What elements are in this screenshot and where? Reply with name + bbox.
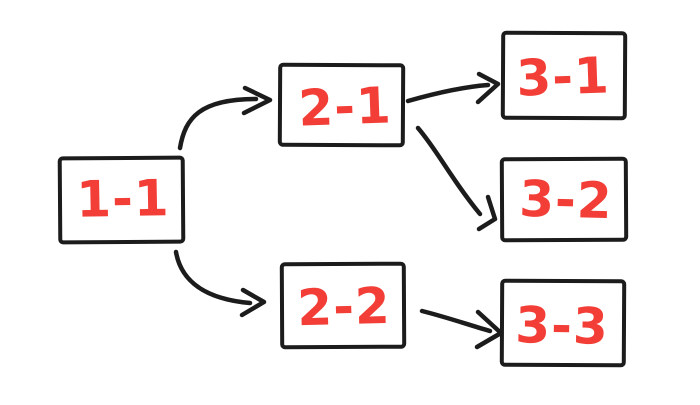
node-box-3-2 [499,156,629,243]
node-box-3-1 [500,30,628,121]
node-label-3-1: 3-1 [515,46,610,107]
node-label-2-2: 2-2 [297,277,392,337]
edge-arrow-2-1-to-3-1 [405,71,501,105]
arrowhead-icon [475,71,501,105]
arrowhead-icon [474,309,504,350]
node-label-1-1: 1-1 [76,169,170,229]
edge-line-2-1-to-3-2 [415,125,483,217]
edge-line-1-1-to-2-2 [173,249,253,306]
node-box-3-3 [499,278,627,368]
edge-arrow-2-2-to-3-3 [419,308,504,350]
edge-line-1-1-to-2-1 [177,96,259,151]
node-box-2-1 [277,62,406,148]
edge-arrow-1-1-to-2-1 [177,85,273,151]
edge-arrow-1-1-to-2-2 [173,249,267,318]
edge-line-2-1-to-3-1 [405,82,491,104]
node-label-3-3: 3-3 [515,296,609,356]
arrowhead-icon [239,287,267,318]
node-box-1-1 [57,155,186,245]
edge-line-2-2-to-3-3 [419,308,493,334]
node-label-2-1: 2-1 [297,76,392,137]
node-box-2-2 [279,261,407,350]
arrowhead-icon [476,194,498,232]
node-label-3-2: 3-2 [519,170,614,230]
arrowhead-icon [241,85,273,116]
edge-arrow-2-1-to-3-2 [415,125,498,232]
